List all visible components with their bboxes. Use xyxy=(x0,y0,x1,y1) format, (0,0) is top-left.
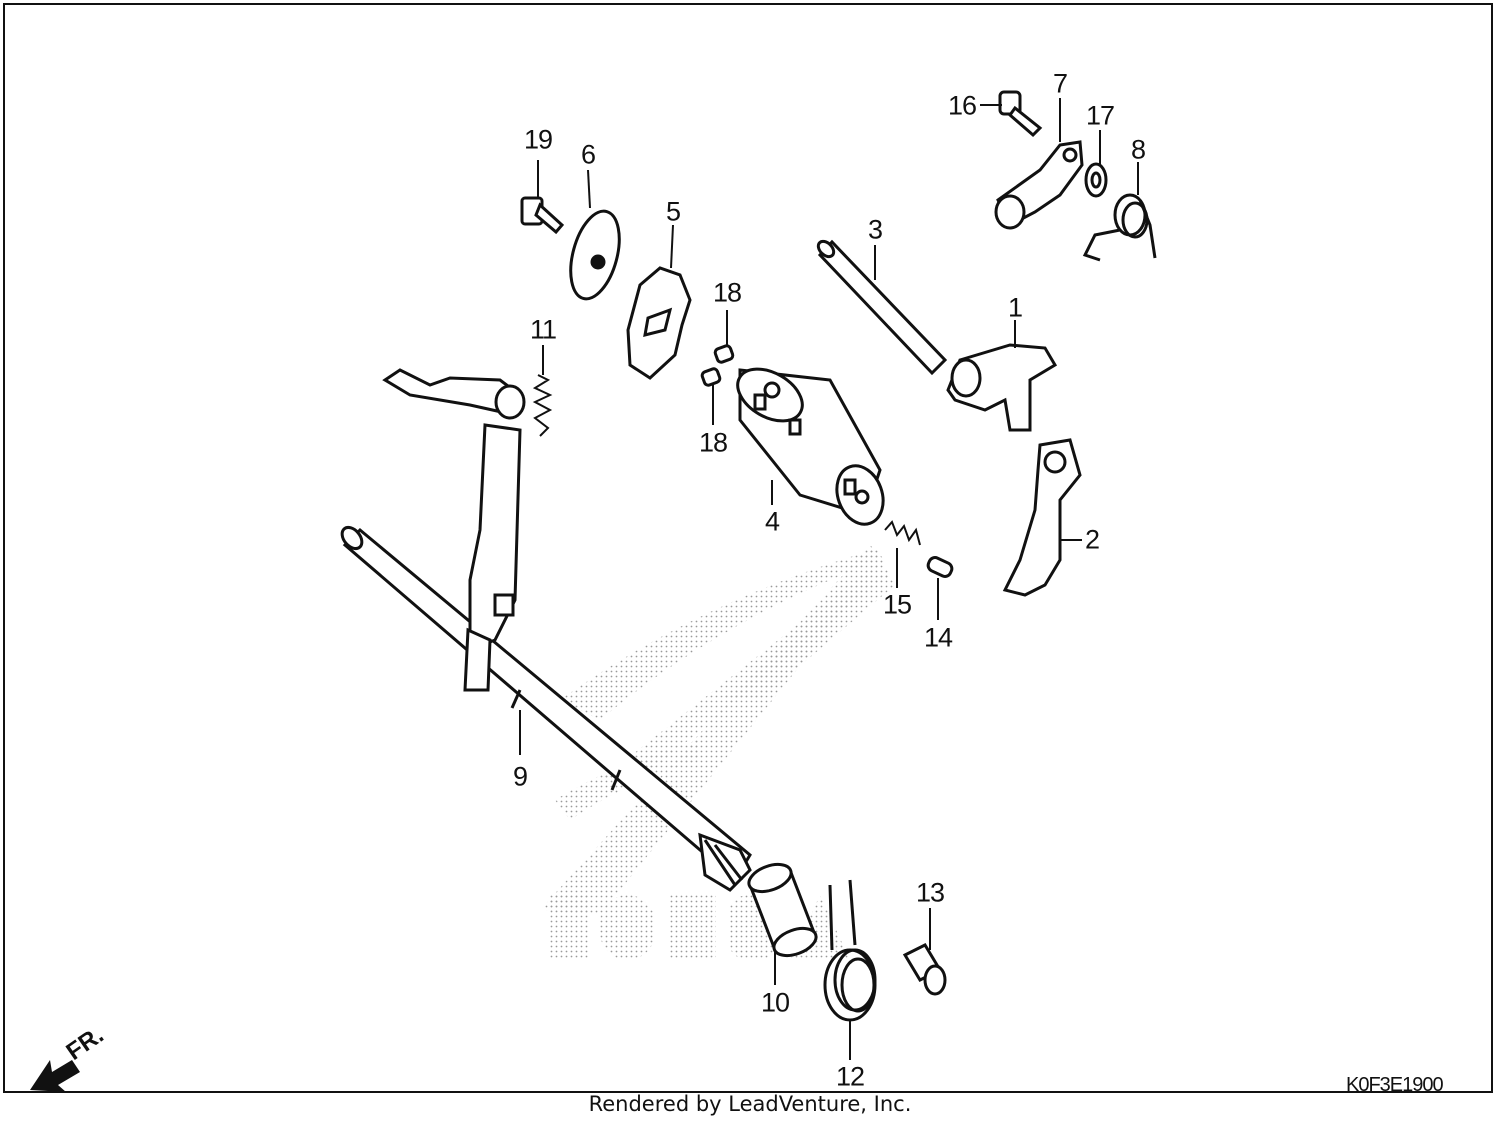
callout-14[interactable]: 14 xyxy=(923,622,953,653)
bolt-19 xyxy=(520,196,565,235)
spring-11 xyxy=(532,374,553,437)
callout-10[interactable]: 10 xyxy=(760,987,790,1018)
callout-15[interactable]: 15 xyxy=(882,589,912,620)
callout-8[interactable]: 8 xyxy=(1130,134,1146,165)
callout-7[interactable]: 7 xyxy=(1052,68,1068,99)
callout-2[interactable]: 2 xyxy=(1084,524,1100,555)
shift-fork-1 xyxy=(946,343,1058,432)
callout-11[interactable]: 11 xyxy=(529,314,557,345)
callout-18-upper[interactable]: 18 xyxy=(712,277,742,308)
stopper-arm-7 xyxy=(994,140,1084,230)
spring-8 xyxy=(1082,193,1157,262)
callout-3[interactable]: 3 xyxy=(867,214,883,245)
fork-shaft xyxy=(816,239,948,376)
leader-lines xyxy=(519,98,1139,1060)
diagram-frame xyxy=(3,3,1493,1093)
shift-fork-2 xyxy=(1002,438,1082,597)
washer-17 xyxy=(1084,162,1108,198)
callout-5[interactable]: 5 xyxy=(665,196,681,227)
shift-drum xyxy=(736,367,885,526)
footer-credit: Rendered by LeadVenture, Inc. xyxy=(588,1092,912,1116)
gearshift-arm xyxy=(382,368,526,692)
collar-10 xyxy=(747,862,818,958)
callout-9[interactable]: 9 xyxy=(512,761,528,792)
front-direction-arrow xyxy=(30,1060,80,1092)
callout-6[interactable]: 6 xyxy=(580,139,596,170)
callout-18-lower[interactable]: 18 xyxy=(698,427,728,458)
callout-13[interactable]: 13 xyxy=(915,877,945,908)
spring-15 xyxy=(884,520,921,546)
callout-16[interactable]: 16 xyxy=(947,90,977,121)
callout-12[interactable]: 12 xyxy=(835,1061,865,1092)
callout-1[interactable]: 1 xyxy=(1007,292,1023,323)
stopper-plate-6 xyxy=(569,209,621,301)
diagram-code: K0F3E1900 xyxy=(1346,1074,1444,1096)
cam-plate-5 xyxy=(626,266,692,380)
pin-14 xyxy=(926,556,954,578)
shift-shaft xyxy=(340,525,752,892)
callout-4[interactable]: 4 xyxy=(764,506,780,537)
dowel-pins-18 xyxy=(700,344,735,387)
bolt-16 xyxy=(998,90,1043,138)
callout-17[interactable]: 17 xyxy=(1085,100,1115,131)
callout-19[interactable]: 19 xyxy=(523,124,553,155)
bolt-13 xyxy=(902,943,947,996)
